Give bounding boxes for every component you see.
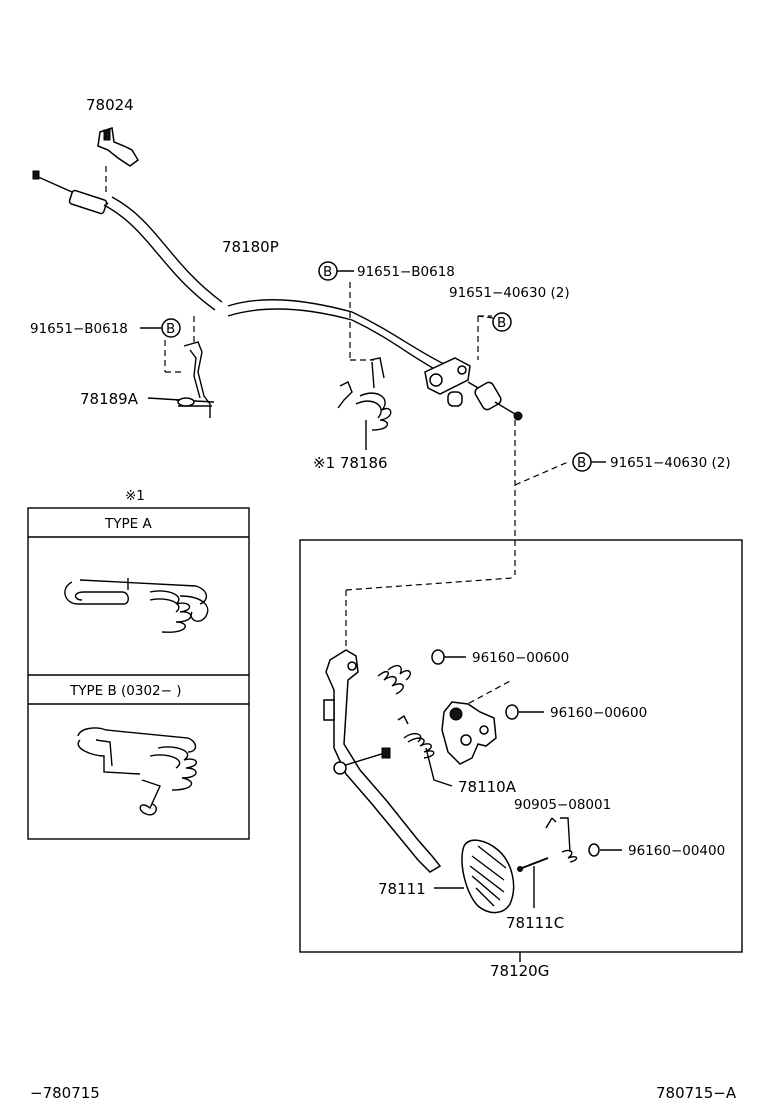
accelerator-pedal-arm[interactable] (323, 649, 442, 873)
bolt-marker-b-label: B (497, 315, 506, 331)
type-a-heading: TYPE A (104, 516, 152, 532)
label-78120G: 78120G (490, 962, 549, 980)
inset-note: ※1 (125, 488, 145, 504)
bolt-marker-b-label: B (166, 321, 175, 337)
footer-left-code: −780715 (30, 1084, 100, 1102)
label-78111C: 78111C (506, 914, 564, 932)
label-91651-40630-mid: 91651−40630 (2) (610, 455, 731, 471)
label-91651-40630-top: 91651−40630 (2) (449, 285, 570, 301)
bolt-marker-b (492, 312, 512, 332)
footer-right-code: 780715−A (656, 1084, 737, 1102)
throttle-cable[interactable] (32, 170, 523, 421)
pedal-pad-78111[interactable] (461, 839, 515, 914)
label-78110A: 78110A (458, 778, 517, 796)
label-78180P: 78180P (222, 238, 279, 256)
label-78024: 78024 (86, 96, 134, 114)
spring-90905-08001[interactable] (545, 817, 578, 863)
washer-96160-00600-a[interactable] (431, 649, 445, 665)
label-91651-b0618-top: 91651−B0618 (357, 264, 455, 280)
inset-spring-types (27, 507, 250, 840)
label-96160-00600-a: 96160−00600 (472, 650, 569, 666)
bolt-marker-b-label: B (577, 455, 586, 471)
label-78189A: 78189A (80, 390, 139, 408)
washer-96160-00400[interactable] (588, 843, 600, 857)
label-96160-00400: 96160−00400 (628, 843, 725, 859)
label-90905-08001: 90905−08001 (514, 797, 611, 813)
pedal-assembly-frame (299, 539, 743, 953)
spring-78110A[interactable] (397, 714, 435, 759)
label-78111: 78111 (378, 880, 426, 898)
label-91651-b0618-left: 91651−B0618 (30, 321, 128, 337)
pedal-bracket-housing[interactable] (441, 701, 497, 765)
bracket-78189A[interactable] (175, 341, 215, 418)
type-a-spring (64, 578, 209, 633)
clip-78024[interactable] (97, 127, 139, 167)
inset-frame (27, 507, 250, 840)
pin-78111C[interactable] (517, 857, 549, 872)
return-spring-upper[interactable] (377, 664, 411, 695)
type-b-heading: TYPE B (0302− ) (69, 683, 182, 699)
spring-78186[interactable] (337, 357, 392, 431)
bolt-marker-b-label: B (323, 264, 332, 280)
washer-96160-00600-b[interactable] (505, 704, 519, 720)
label-96160-00600-b: 96160−00600 (550, 705, 647, 721)
bolt-marker-b (161, 318, 181, 338)
type-b-spring (77, 727, 197, 816)
label-78186: ※1 78186 (313, 454, 388, 472)
